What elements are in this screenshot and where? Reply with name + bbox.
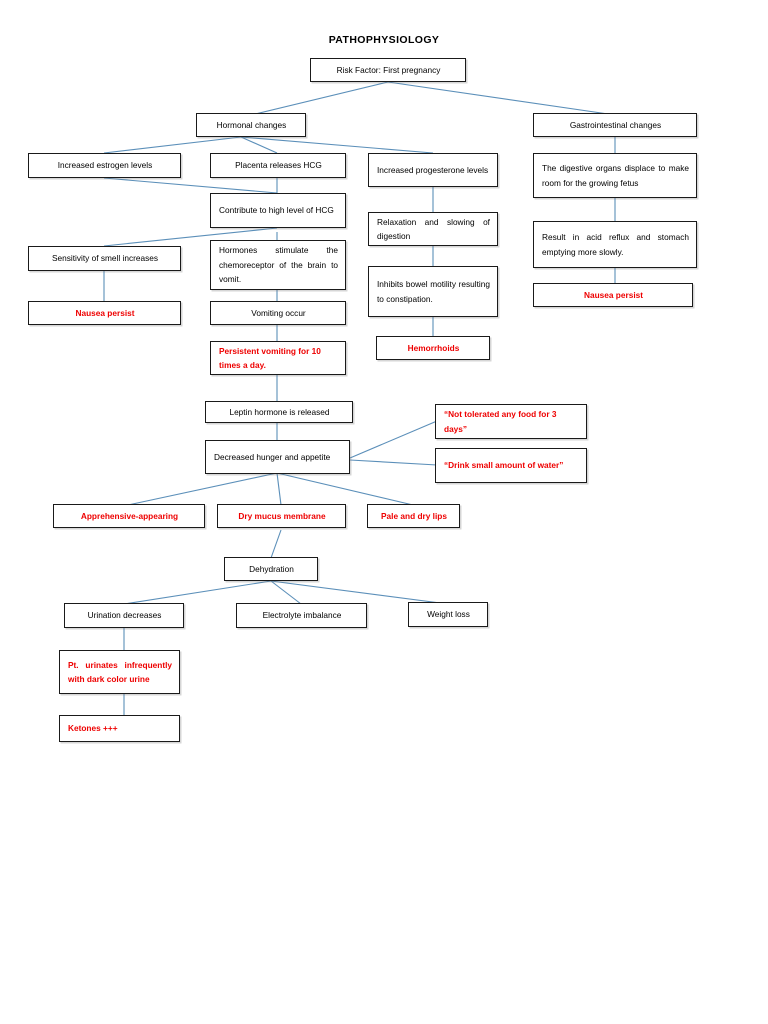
node-label: Decreased hunger and appetite bbox=[214, 451, 331, 462]
edge-decreased-to-drymucus bbox=[276, 472, 282, 506]
node-relaxation-slowing: Relaxation and slowing of digestion bbox=[368, 212, 498, 246]
edge-drymucus-to-dehydration bbox=[270, 529, 282, 559]
edge-dehydration-to-urination bbox=[123, 580, 272, 605]
node-sensitivity-smell: Sensitivity of smell increases bbox=[28, 246, 181, 271]
node-label: Leptin hormone is released bbox=[229, 406, 330, 417]
node-acid-reflux: Result in acid reflux and stomach emptyi… bbox=[533, 221, 697, 268]
edge-dehydration-to-electro bbox=[270, 580, 302, 605]
node-urination-decreases: Urination decreases bbox=[64, 603, 184, 628]
node-label: Hemorrhoids bbox=[407, 342, 460, 353]
node-dry-mucus: Dry mucus membrane bbox=[217, 504, 346, 528]
node-label: Weight loss bbox=[427, 609, 470, 620]
page-title: PATHOPHYSIOLOGY bbox=[328, 34, 440, 46]
node-increased-progesterone: Increased progesterone levels bbox=[368, 153, 498, 187]
node-apprehensive: Apprehensive-appearing bbox=[53, 504, 205, 528]
node-label: Vomiting occur bbox=[251, 307, 306, 318]
node-nausea-persist-left: Nausea persist bbox=[28, 301, 181, 325]
node-gastrointestinal-changes: Gastrointestinal changes bbox=[533, 113, 697, 137]
node-vomiting-occur: Vomiting occur bbox=[210, 301, 346, 325]
edge-decreased-to-palelips bbox=[276, 472, 414, 506]
node-label: Urination decreases bbox=[87, 610, 162, 621]
node-pt-urinates: Pt. urinates infrequently with dark colo… bbox=[59, 650, 180, 694]
node-label: Nausea persist bbox=[583, 289, 644, 300]
edge-hormonal-to-placenta bbox=[240, 136, 278, 154]
edge-hormonal-to-estrogen bbox=[103, 136, 242, 154]
node-placenta-hcg: Placenta releases HCG bbox=[210, 153, 346, 178]
node-label: The digestive organs displace to make ro… bbox=[542, 163, 689, 188]
edge-risk-to-hormonal bbox=[250, 81, 389, 116]
node-label: Sensitivity of smell increases bbox=[51, 253, 159, 264]
node-risk-factor: Risk Factor: First pregnancy bbox=[310, 58, 466, 82]
node-increased-estrogen: Increased estrogen levels bbox=[28, 153, 181, 178]
edge-decreased-to-apprehens bbox=[127, 472, 278, 506]
node-digestive-displace: The digestive organs displace to make ro… bbox=[533, 153, 697, 198]
node-label: Risk Factor: First pregnancy bbox=[336, 64, 441, 75]
node-label: Inhibits bowel motility resulting to con… bbox=[377, 279, 490, 304]
node-label: Pale and dry lips bbox=[381, 510, 447, 521]
node-hormones-stimulate: Hormones stimulate the chemoreceptor of … bbox=[210, 240, 346, 290]
node-drink-small-water: “Drink small amount of water” bbox=[435, 448, 587, 483]
node-label: “Not tolerated any food for 3 days” bbox=[444, 409, 557, 434]
node-label: Ketones +++ bbox=[68, 723, 118, 734]
edge-estrogen-to-contribute bbox=[103, 177, 278, 194]
node-persistent-vomiting: Persistent vomiting for 10 times a day. bbox=[210, 341, 346, 375]
node-contribute-hcg: Contribute to high level of HCG bbox=[210, 193, 346, 228]
node-electrolyte-imbalance: Electrolyte imbalance bbox=[236, 603, 367, 628]
node-label: Relaxation and slowing of digestion bbox=[377, 216, 490, 242]
node-hormonal-changes: Hormonal changes bbox=[196, 113, 306, 137]
node-not-tolerated-food: “Not tolerated any food for 3 days” bbox=[435, 404, 587, 439]
edge-decreased-to-nottol bbox=[349, 420, 438, 459]
node-pale-dry-lips: Pale and dry lips bbox=[367, 504, 460, 528]
node-label: Pt. urinates infrequently with dark colo… bbox=[68, 659, 172, 685]
node-leptin-hormone: Leptin hormone is released bbox=[205, 401, 353, 423]
edge-hormonal-to-progesterone bbox=[240, 136, 434, 154]
node-nausea-persist-right: Nausea persist bbox=[533, 283, 693, 307]
node-label: Dehydration bbox=[249, 563, 294, 574]
node-label: Hormonal changes bbox=[216, 119, 287, 130]
node-label: Dry mucus membrane bbox=[238, 510, 326, 521]
node-label: Gastrointestinal changes bbox=[569, 119, 662, 130]
node-label: Electrolyte imbalance bbox=[262, 610, 342, 621]
node-label: Result in acid reflux and stomach emptyi… bbox=[542, 232, 689, 257]
node-dehydration: Dehydration bbox=[224, 557, 318, 581]
node-label: Increased progesterone levels bbox=[377, 164, 489, 175]
node-label: Increased estrogen levels bbox=[57, 160, 153, 171]
node-label: Nausea persist bbox=[75, 307, 135, 318]
node-weight-loss: Weight loss bbox=[408, 602, 488, 627]
node-label: Hormones stimulate the chemoreceptor of … bbox=[219, 245, 338, 285]
node-hemorrhoids: Hemorrhoids bbox=[376, 336, 490, 360]
edge-risk-to-gi bbox=[387, 81, 616, 116]
node-inhibits-bowel: Inhibits bowel motility resulting to con… bbox=[368, 266, 498, 317]
edge-dehydration-to-weight bbox=[270, 580, 449, 605]
node-label: Persistent vomiting for 10 times a day. bbox=[219, 345, 321, 371]
node-label: Contribute to high level of HCG bbox=[219, 205, 334, 216]
node-label: Apprehensive-appearing bbox=[80, 510, 179, 521]
node-ketones: Ketones +++ bbox=[59, 715, 180, 742]
node-label: “Drink small amount of water” bbox=[444, 460, 564, 471]
edge-decreased-to-drink bbox=[349, 459, 438, 466]
node-label: Placenta releases HCG bbox=[235, 160, 322, 171]
node-decreased-hunger: Decreased hunger and appetite bbox=[205, 440, 350, 474]
